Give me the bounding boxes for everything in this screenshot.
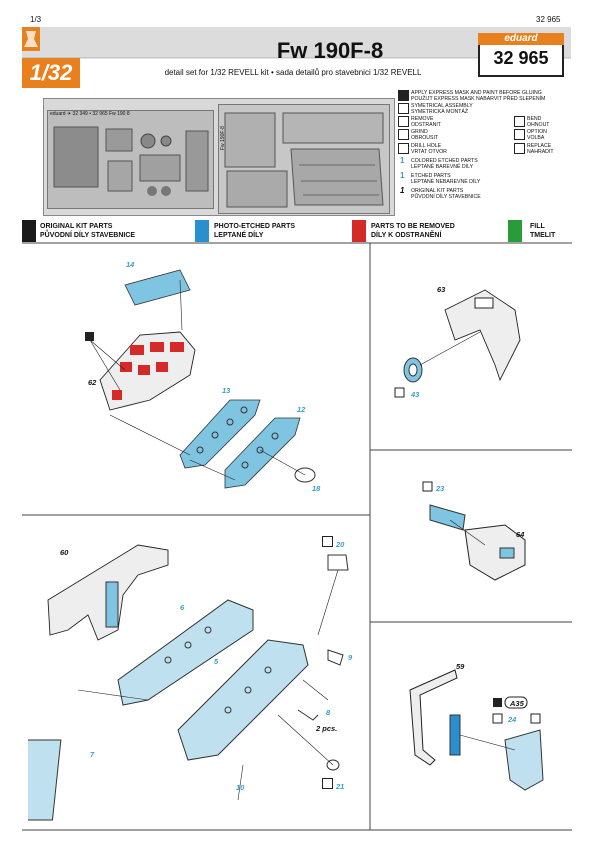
page-number: 1/3 — [30, 15, 42, 24]
legend-item: REMOVE ODSTRANIT — [411, 116, 441, 128]
part-label-60: 60 — [60, 548, 69, 557]
part-label-24: 24 — [508, 715, 517, 724]
part-quantity: 2 pcs. — [316, 724, 338, 733]
part-label-5: 5 — [214, 657, 219, 666]
legend-item: APPLY EXPRESS MASK AND PAINT BEFORE GLUI… — [411, 90, 546, 102]
eduard-mascot-icon — [22, 27, 40, 51]
part-label-18: 18 — [312, 484, 321, 493]
part-label-63: 63 — [437, 285, 446, 294]
grind-icon — [398, 129, 409, 140]
legend-item: REPLACE NAHRADIT — [527, 143, 554, 155]
scale-badge: 1/32 — [22, 58, 80, 88]
legend-item: GRIND OBROUSIT — [411, 129, 439, 141]
fret-label-left: eduard ✈ 32 349 • 32 965 Fw 190 8 — [50, 111, 130, 117]
part-label-13: 13 — [222, 386, 231, 395]
step-part-64 — [422, 481, 526, 581]
legend: APPLY EXPRESS MASK AND PAINT BEFORE GLUI… — [398, 90, 570, 218]
bend-icon — [322, 536, 333, 547]
category-swatch-original — [22, 220, 36, 242]
page-subtitle: detail set for 1/32 REVELL kit • sada de… — [164, 68, 422, 77]
part-label-12: 12 — [297, 405, 306, 414]
part-label-21: 21 — [336, 782, 345, 791]
legend-item: BEND OHNOUT — [527, 116, 550, 128]
legend-item: COLORED ETCHED PARTS LEPTANÉ BAREVNÉ DÍL… — [411, 158, 478, 170]
legend-item: ORIGINAL KIT PARTS PŮVODNÍ DÍLY STAVEBNI… — [411, 188, 481, 200]
product-number: 32 965 — [493, 48, 549, 68]
page-title: Fw 190F-8 — [276, 38, 384, 63]
part-label-59: 59 — [456, 662, 465, 671]
colored-number-icon: 1 — [400, 156, 405, 165]
part-label-7: 7 — [90, 750, 95, 759]
part-label-9: 9 — [348, 653, 353, 662]
bend-icon — [514, 116, 525, 127]
part-label-14: 14 — [126, 260, 135, 269]
mask-paint-icon — [398, 90, 409, 101]
legend-item: OPTION VOLBA — [527, 129, 547, 141]
legend-item: ETCHED PARTS LEPTANÉ NEBAREVNÉ DÍLY — [411, 173, 481, 185]
part-label-A35: A35 — [510, 699, 524, 708]
part-label-64: 64 — [516, 530, 525, 539]
step-panel-60 — [28, 544, 349, 821]
symmetrical-icon — [398, 103, 409, 114]
fret-plain-sheet — [218, 104, 390, 214]
bend-icon — [322, 778, 333, 789]
part-label-20: 20 — [336, 540, 345, 549]
part-label-6: 6 — [180, 603, 185, 612]
remove-icon — [398, 116, 409, 127]
part-label-8: 8 — [326, 708, 331, 717]
brand-logo: eduard — [478, 33, 564, 45]
drill-icon — [398, 143, 409, 154]
fret-colored-sheet — [47, 110, 214, 209]
part-label-10: 10 — [236, 783, 245, 792]
legend-item: DRILL HOLE VRTAT OTVOR — [411, 143, 447, 155]
replace-icon — [514, 143, 525, 154]
step-part-63 — [394, 289, 521, 398]
category-swatch-remove — [352, 220, 366, 242]
part-label-62: 62 — [88, 378, 97, 387]
part-label-23: 23 — [436, 484, 445, 493]
page-code: 32 965 — [536, 15, 561, 24]
step-panel-62 — [85, 269, 316, 489]
part-label-43: 43 — [411, 390, 420, 399]
step-part-59 — [409, 669, 544, 791]
option-icon — [514, 129, 525, 140]
category-swatch-fill — [508, 220, 522, 242]
etched-number-icon: 1 — [400, 171, 405, 180]
kit-number-icon: 1 — [400, 186, 405, 195]
legend-item: SYMETRICAL ASSEMBLY SYMETRICKÁ MONTÁŽ — [411, 103, 473, 115]
category-swatch-etched — [195, 220, 209, 242]
